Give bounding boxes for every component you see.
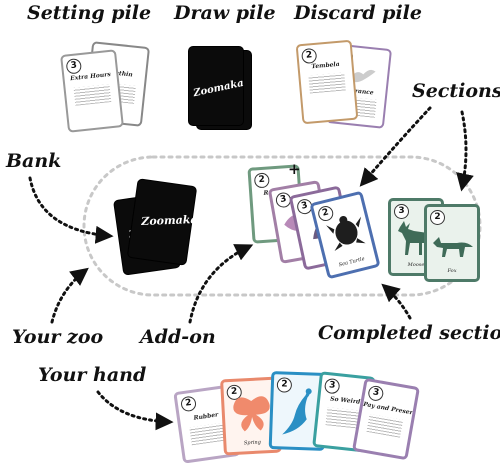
hand-card-2[interactable]: 2 Spring <box>220 376 282 456</box>
moose-silhouette-icon <box>398 221 432 255</box>
sections-label: Sections <box>412 80 500 102</box>
fox-card[interactable]: 2 Fox <box>424 204 480 282</box>
sections-arrow-right <box>456 110 474 192</box>
your-zoo-label: Your zoo <box>12 326 104 348</box>
bank-label: Bank <box>6 150 62 172</box>
your-zoo-arrow <box>50 267 89 324</box>
fox-silhouette-icon <box>433 237 473 257</box>
butterfly-silhouette-icon <box>233 396 270 432</box>
fox-card-name: Fox <box>447 268 457 274</box>
sea-turtle-silhouette-icon <box>326 215 366 252</box>
moose-card-name: Moose <box>407 262 425 268</box>
card-cost-badge: 3 <box>394 204 409 219</box>
discard-card-top[interactable]: 2 Entrance <box>325 43 393 129</box>
completed-section-label: Completed section <box>318 322 500 344</box>
your-hand-arrow <box>96 390 174 431</box>
card-cost-badge: 2 <box>430 210 445 225</box>
setting-pile-label: Setting pile <box>27 2 152 24</box>
section-card-4[interactable]: 2 Sea Turtle <box>309 190 381 280</box>
your-hand-label: Your hand <box>38 364 147 386</box>
discard-pile-label: Discard pile <box>294 2 422 24</box>
peacock-silhouette-icon <box>282 388 312 435</box>
sections-arrow-left <box>359 106 432 187</box>
bird-silhouette-icon <box>348 69 376 83</box>
hand-card-3[interactable]: 2 <box>268 371 328 451</box>
bank-arrow <box>28 176 114 244</box>
draw-pile-label: Draw pile <box>174 2 276 24</box>
draw-pile-card[interactable]: Zoomaka <box>188 46 245 126</box>
add-on-label: Add-on <box>140 326 216 348</box>
add-on-plus-icon: + <box>288 160 301 178</box>
completed-section-arrow <box>381 283 412 320</box>
add-on-arrow <box>188 244 254 324</box>
